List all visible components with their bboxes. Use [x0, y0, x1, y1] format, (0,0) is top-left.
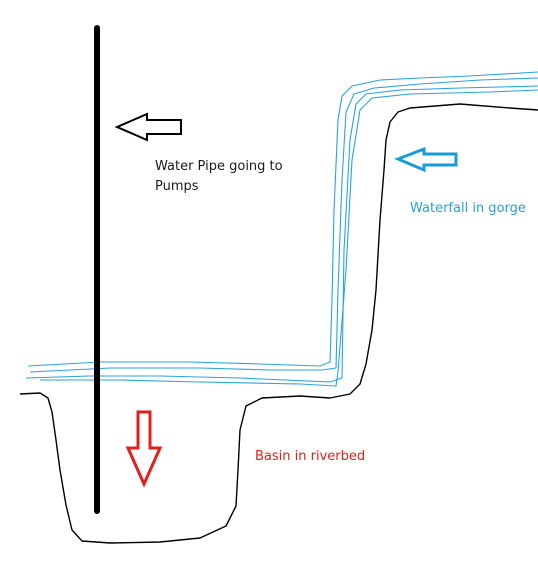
pipe-label-line1: Water Pipe going to: [155, 159, 283, 174]
terrain-outline: [19, 103, 538, 544]
basin-arrow-icon: [125, 410, 163, 488]
waterfall-label: Waterfall in gorge: [410, 201, 526, 216]
basin-label: Basin in riverbed: [255, 449, 366, 464]
pipe-label: Water Pipe going to Pumps: [155, 157, 283, 197]
waterfall-arrow-icon: [393, 146, 458, 173]
water-lines: [25, 71, 538, 387]
pipe-arrow-icon: [114, 112, 182, 142]
pipe-label-line2: Pumps: [155, 179, 199, 194]
